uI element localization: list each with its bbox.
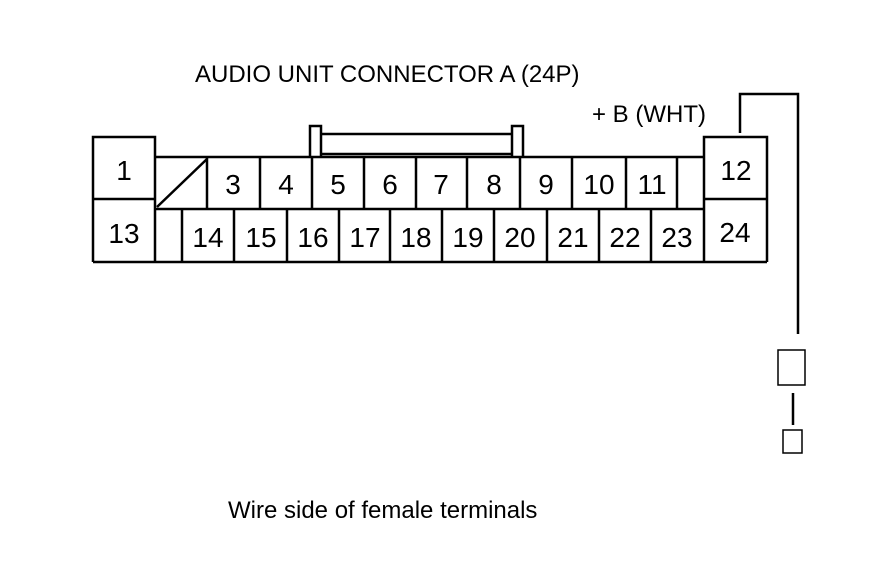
pin-label: 24: [719, 217, 750, 248]
pin-label: 3: [225, 169, 241, 200]
pin-label: 22: [609, 222, 640, 253]
terminal-housing: [777, 349, 806, 386]
pin-label: 17: [349, 222, 380, 253]
pin-label: 1: [116, 155, 132, 186]
connector-body: [91, 135, 769, 264]
pin-label: 13: [108, 218, 139, 249]
pin-label: 20: [504, 222, 535, 253]
pin-label: 9: [538, 169, 554, 200]
terminal-pin: [782, 429, 803, 454]
pin-label: 23: [661, 222, 692, 253]
pin-label: 15: [245, 222, 276, 253]
pin-label: 21: [557, 222, 588, 253]
pin-label: 19: [452, 222, 483, 253]
diagram-caption: Wire side of female terminals: [228, 497, 537, 524]
pin-label: 11: [637, 169, 666, 200]
pin-label: 18: [400, 222, 431, 253]
pin-label: 10: [583, 169, 614, 200]
pin-label: 5: [330, 169, 346, 200]
pin-label: 12: [720, 155, 751, 186]
pin-label: 7: [433, 169, 449, 200]
pin-label: 14: [192, 222, 223, 253]
pin-label: 4: [278, 169, 294, 200]
pin-label: 16: [297, 222, 328, 253]
pin-label: 6: [382, 169, 398, 200]
pins-top-row: 1 3 4 5 6 7 8 9 10 11 12: [116, 155, 751, 200]
connector-latch: [308, 124, 525, 157]
wire-label: + B (WHT): [592, 101, 706, 128]
wire-lead: [738, 92, 806, 454]
pins-bottom-row: 13 14 15 16 17 18 19 20 21 22 23 24: [108, 217, 750, 253]
diagram-title: AUDIO UNIT CONNECTOR A (24P): [195, 61, 580, 88]
pin-label: 8: [486, 169, 502, 200]
